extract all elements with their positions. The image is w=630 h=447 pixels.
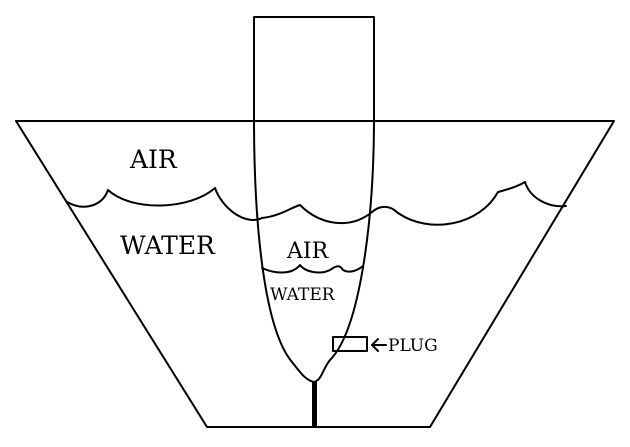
- inner-air-label: AIR: [286, 239, 330, 264]
- inner-water-surface: [261, 264, 364, 274]
- outer-air-label: AIR: [129, 145, 178, 174]
- inner-tube: [253, 16, 375, 383]
- outer-water-surface: [66, 181, 567, 226]
- inner-water-label: WATER: [270, 285, 336, 305]
- outer-water-label: WATER: [120, 231, 216, 260]
- left-arrow-icon: [371, 338, 387, 352]
- outer-container: [15, 120, 615, 428]
- drain-stem: [312, 382, 317, 428]
- plug-label: PLUG: [388, 336, 438, 356]
- plug: [332, 336, 368, 352]
